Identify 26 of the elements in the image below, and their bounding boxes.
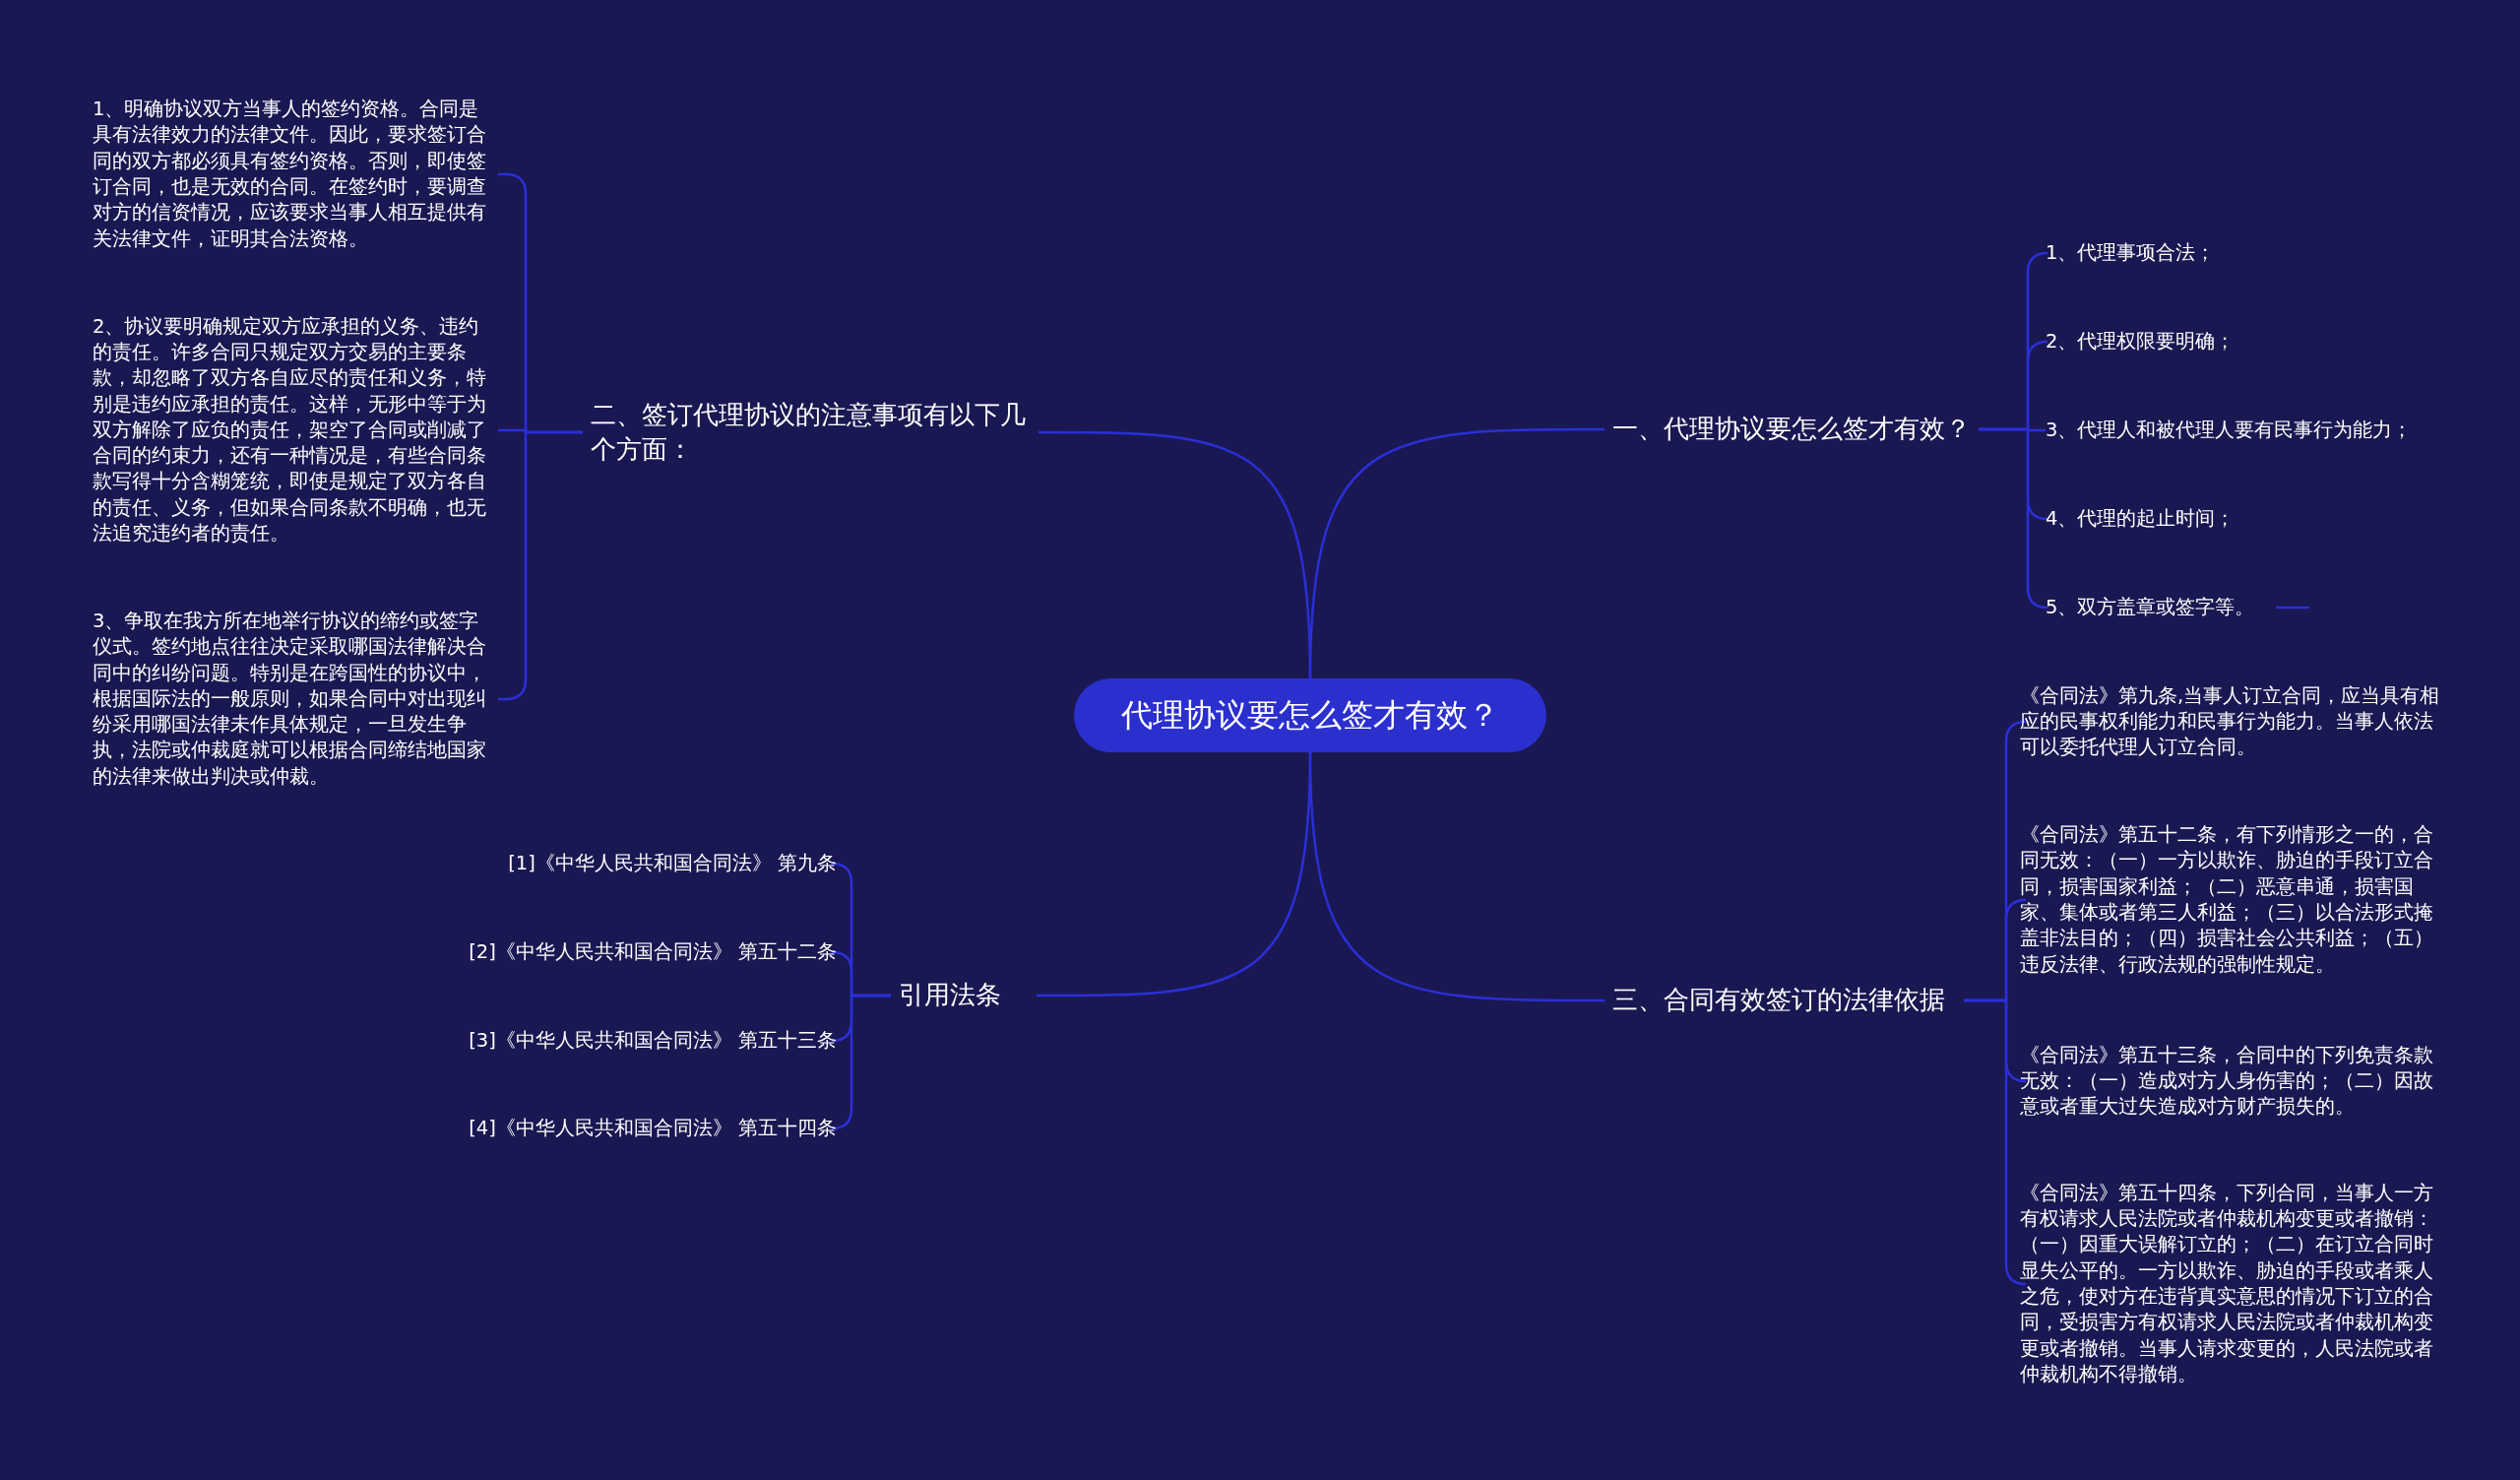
branch-topic: 一、代理协议要怎么签才有效？	[1612, 413, 1971, 446]
paragraph-text: 《合同法》第五十二条，有下列情形之一的，合同无效：（一）一方以欺诈、胁迫的手段订立合同，损害国家利益；（二）恶意串通，损害国家、集体或者第三人利益；（三）以合法形式掩盖非法目的；（四）损害社会公共利益；（五）违反法律、行政法规的强制性规定。	[2020, 822, 2434, 978]
list-item: 3、代理人和被代理人要有民事行为能力；	[2046, 417, 2413, 443]
branch-topic: 引用法条	[899, 979, 1001, 1012]
list-item: 1、代理事项合法；	[2046, 239, 2216, 266]
paragraph-text: 1、明确协议双方当事人的签约资格。合同是具有法律效力的法律文件。因此，要求签订合同的双方都必须具有签约资格。否则，即使签订合同，也是无效的合同。在签约时，要调查对方的信资情况，应该要求当事人相互提供有关法律文件，证明其合法资格。	[93, 97, 487, 252]
paragraph-text: 《合同法》第九条,当事人订立合同，应当具有相应的民事权利能力和民事行为能力。当事人依法可以委托代理人订立合同。	[2020, 682, 2441, 761]
connector-line	[1979, 427, 2049, 610]
connector-line	[830, 994, 891, 1130]
connector-line	[1037, 751, 1312, 997]
paragraph-text: 3、争取在我方所在地举行协议的缔约或签字仪式。签约地点往往决定采取哪国法律解决合同中的纠纷问题。特别是在跨国性的协议中，根据国际法的一般原则，如果合同中对出现纠纷采用哪国法律未作具体规定，一旦发生争执，法院或仲裁庭就可以根据合同缔结地国家的法律来做出判决或仲裁。	[93, 608, 487, 790]
paragraph-text: 《合同法》第五十四条，下列合同，当事人一方有权请求人民法院或者仲裁机构变更或者撤销：（一）因重大误解订立的；（二）在订立合同时显失公平的。一方以欺诈、胁迫的手段或者乘人之危，使对方在违背真实意思的情况下订立的合同，受损害方有权请求人民法院或者仲裁机构变更或者撤销。当事人请求变更的，人民法院或者仲裁机构不得撤销。	[2020, 1180, 2434, 1387]
branch-topic: 三、合同有效签订的法律依据	[1612, 984, 1945, 1017]
connector-line	[1039, 430, 1312, 679]
list-item: [3]《中华人民共和国合同法》 第五十三条	[469, 1027, 837, 1054]
connector-line	[1964, 998, 2028, 1286]
list-item: [4]《中华人民共和国合同法》 第五十四条	[469, 1115, 837, 1141]
list-item: 5、双方盖章或签字等。	[2046, 594, 2255, 620]
central-topic-pill: 代理协议要怎么签才有效？	[1074, 678, 1546, 752]
paragraph-text: 2、协议要明确规定双方应承担的义务、违约的责任。许多合同只规定双方交易的主要条款，却忽略了双方各自应尽的责任和义务，特别是违约应承担的责任。这样，无形中等于为双方解除了应负的责任，架空了合同或削减了合同的约束力，还有一种情况是，有些合同条款写得十分含糊笼统，即使是规定了双方各自的责任、义务，但如果合同条款不明确，也无法追究违约者的责任。	[93, 313, 487, 547]
list-item: [1]《中华人民共和国合同法》 第九条	[508, 850, 837, 876]
list-item: 4、代理的起止时间；	[2046, 505, 2236, 532]
paragraph-text: 《合同法》第五十三条，合同中的下列免责条款无效：（一）造成对方人身伤害的；（二）因故意或者重大过失造成对方财产损失的。	[2020, 1042, 2434, 1121]
list-item: [2]《中华人民共和国合同法》 第五十二条	[469, 938, 837, 965]
list-item: 2、代理权限要明确；	[2046, 328, 2236, 354]
branch-topic: 二、签订代理协议的注意事项有以下几个方面：	[591, 398, 1027, 466]
